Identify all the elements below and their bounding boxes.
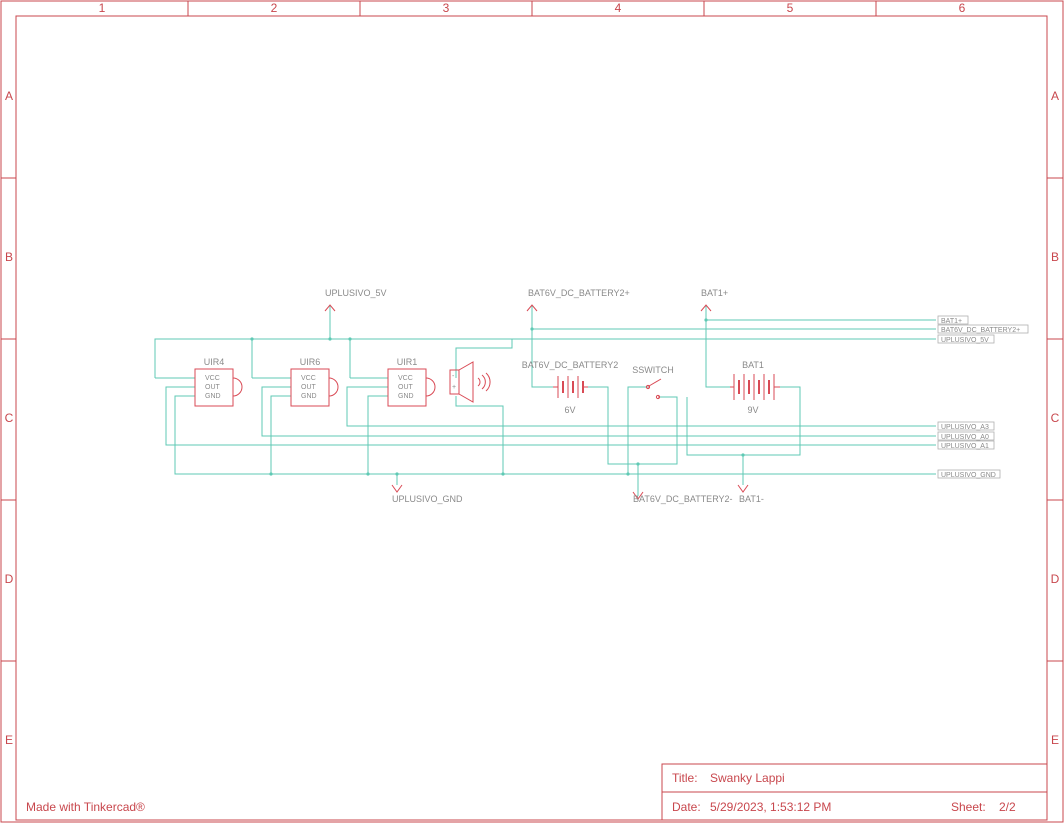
svg-text:UPLUSIVO_A3: UPLUSIVO_A3 [941,424,989,431]
column-label: 4 [615,1,622,15]
svg-text:OUT: OUT [205,384,221,391]
component-label: BAT6V_DC_BATTERY2 [522,360,619,370]
battery-9v: BAT1 9V [730,360,780,415]
port-5v: UPLUSIVO_5V [937,334,995,344]
ir-sensor-uir4: UIR4 VCC OUT GND [194,357,243,407]
svg-text:GND: GND [205,393,221,400]
row-label: A [5,89,13,103]
column-label: 1 [99,1,106,15]
component-value: 9V [747,405,758,415]
column-label: 2 [271,1,278,15]
svg-text:UPLUSIVO_A0: UPLUSIVO_A0 [941,434,989,441]
net-symbol-bat6-pos: BAT6V_DC_BATTERY2+ [526,288,630,312]
junctions [250,318,745,476]
ir-sensor-uir6: UIR6 VCC OUT GND [290,357,339,407]
net-symbol-bat1-pos: BAT1+ [700,288,728,312]
svg-text:VCC: VCC [301,375,316,382]
row-label: C [1051,411,1060,425]
port-bat6-pos: BAT6V_DC_BATTERY2+ [937,324,1029,334]
svg-text:GND: GND [398,393,414,400]
port-a1: UPLUSIVO_A1 [937,440,995,450]
net-label-bat1-neg: BAT1- [739,494,764,504]
title-block: Title: Swanky Lappi Date: 5/29/2023, 1:5… [661,763,1048,821]
net-label-bat1-pos: BAT1+ [701,288,728,298]
net-symbol-bat1-neg: BAT1- [737,484,764,504]
date-value: 5/29/2023, 1:53:12 PM [710,800,831,814]
row-label: E [1051,733,1059,747]
net-label-bat6-neg: BAT6V_DC_BATTERY2- [633,494,733,504]
column-label: 6 [959,1,966,15]
port-bat1-pos: BAT1+ [937,315,969,325]
svg-text:GND: GND [301,393,317,400]
svg-text:UPLUSIVO_GND: UPLUSIVO_GND [941,472,996,479]
net-symbol-bat6-neg: BAT6V_DC_BATTERY2- [632,491,733,504]
sheet-label: Sheet: [951,800,986,814]
svg-text:VCC: VCC [398,375,413,382]
svg-text:+: + [452,384,456,391]
svg-text:-: - [452,373,455,380]
svg-text:VCC: VCC [205,375,220,382]
row-label: D [1051,572,1060,586]
made-with-tinkercad: Made with Tinkercad® [26,800,145,814]
slide-switch: SSWITCH [632,365,674,400]
component-label: UIR4 [204,357,225,367]
net-label-5v: UPLUSIVO_5V [325,288,387,298]
component-label: UIR6 [300,357,321,367]
battery-6v: BAT6V_DC_BATTERY2 6V [522,360,619,415]
svg-text:UPLUSIVO_5V: UPLUSIVO_5V [941,337,989,344]
port-gnd: UPLUSIVO_GND [937,469,1001,479]
net-symbol-5v: UPLUSIVO_5V [324,288,387,312]
component-value: 6V [564,405,575,415]
row-label: D [5,572,14,586]
row-label: A [1051,89,1059,103]
svg-text:BAT6V_DC_BATTERY2+: BAT6V_DC_BATTERY2+ [941,327,1020,334]
title-value: Swanky Lappi [710,771,785,785]
svg-text:OUT: OUT [301,384,317,391]
svg-text:UPLUSIVO_A1: UPLUSIVO_A1 [941,443,989,450]
component-label: BAT1 [742,360,764,370]
row-label: E [5,733,13,747]
net-symbol-gnd: UPLUSIVO_GND [391,484,463,504]
svg-text:BAT1+: BAT1+ [941,318,962,325]
title-label: Title: [672,771,698,785]
date-label: Date: [672,800,701,814]
ir-sensor-uir1: UIR1 VCC OUT GND [387,357,436,407]
port-a0: UPLUSIVO_A0 [937,431,995,441]
sheet-value: 2/2 [999,800,1016,814]
row-label: C [5,411,14,425]
column-label: 3 [443,1,450,15]
component-label: UIR1 [397,357,418,367]
row-label: B [1051,250,1059,264]
component-label: SSWITCH [632,365,674,375]
row-label: B [5,250,13,264]
net-label-bat6-pos: BAT6V_DC_BATTERY2+ [528,288,630,298]
buzzer-speaker: - + [449,361,491,403]
net-label-gnd: UPLUSIVO_GND [392,494,463,504]
svg-text:OUT: OUT [398,384,414,391]
port-a3: UPLUSIVO_A3 [937,421,995,431]
column-label: 5 [787,1,794,15]
wires [154,305,936,496]
